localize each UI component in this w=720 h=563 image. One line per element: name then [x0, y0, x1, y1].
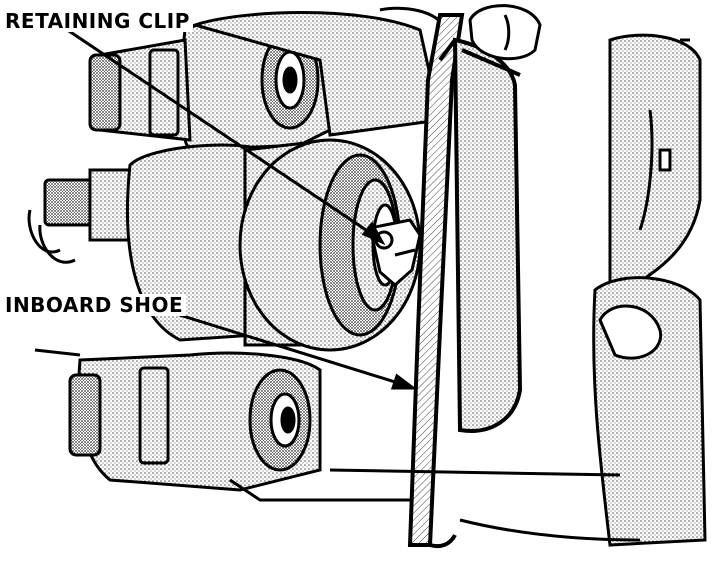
rotor-outline — [592, 33, 707, 547]
leader-lines — [59, 23, 418, 390]
lower-edge-lines — [34, 348, 641, 542]
leader-inboard-shoe — [169, 310, 409, 388]
label-inboard-shoe: INBOARD SHOE — [2, 294, 187, 316]
arrowhead-inboard-shoe — [390, 373, 418, 390]
inboard-shoe — [407, 13, 523, 549]
leader-retaining-clip — [59, 23, 379, 240]
bleeder-screw — [27, 168, 132, 264]
arrowhead-retaining-clip — [361, 221, 386, 246]
lower-bushing — [68, 351, 410, 502]
shoe-tab — [468, 4, 542, 61]
label-retaining-clip: RETAINING CLIP — [2, 10, 193, 32]
